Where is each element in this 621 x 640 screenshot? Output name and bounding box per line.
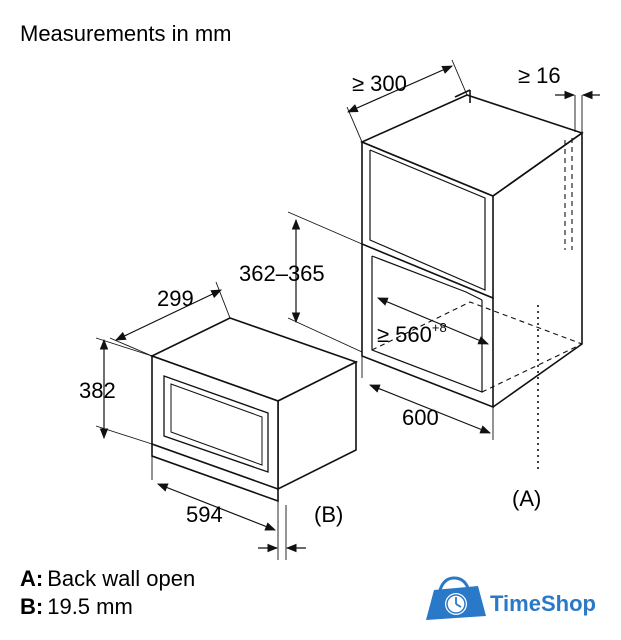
dim-cabinet-width: 600 <box>402 405 439 430</box>
dim-appliance-depth: 299 <box>157 286 194 311</box>
clock-bag-icon <box>426 576 486 620</box>
legend-b-key: B: <box>20 594 43 619</box>
legend-a-key: A: <box>20 566 43 591</box>
timeshop-logo: TimeShop <box>426 576 596 620</box>
legend-b: B:19.5 mm <box>20 594 133 619</box>
dim-niche-width-base: ≥ 560 <box>377 322 432 347</box>
dimension-lines <box>95 59 600 560</box>
dim-appliance-width: 594 <box>186 502 223 527</box>
dim-niche-height: 362–365 <box>239 261 325 286</box>
label-back-wall: (A) <box>512 486 541 511</box>
dim-cabinet-gap: ≥ 16 <box>518 63 561 88</box>
legend-a-text: Back wall open <box>47 566 195 591</box>
legend-a: A:Back wall open <box>20 566 195 591</box>
page-title: Measurements in mm <box>20 21 232 46</box>
dim-appliance-height: 382 <box>79 378 116 403</box>
logo-text: TimeShop <box>490 591 596 616</box>
dim-niche-width-sup: +8 <box>432 320 447 335</box>
wall-cabinet <box>359 89 584 470</box>
microwave-appliance <box>149 317 359 503</box>
dim-cabinet-depth: ≥ 300 <box>352 71 407 96</box>
label-ledge: (B) <box>314 502 343 527</box>
legend-b-text: 19.5 mm <box>47 594 133 619</box>
dim-niche-width: ≥ 560+8 <box>377 320 447 347</box>
